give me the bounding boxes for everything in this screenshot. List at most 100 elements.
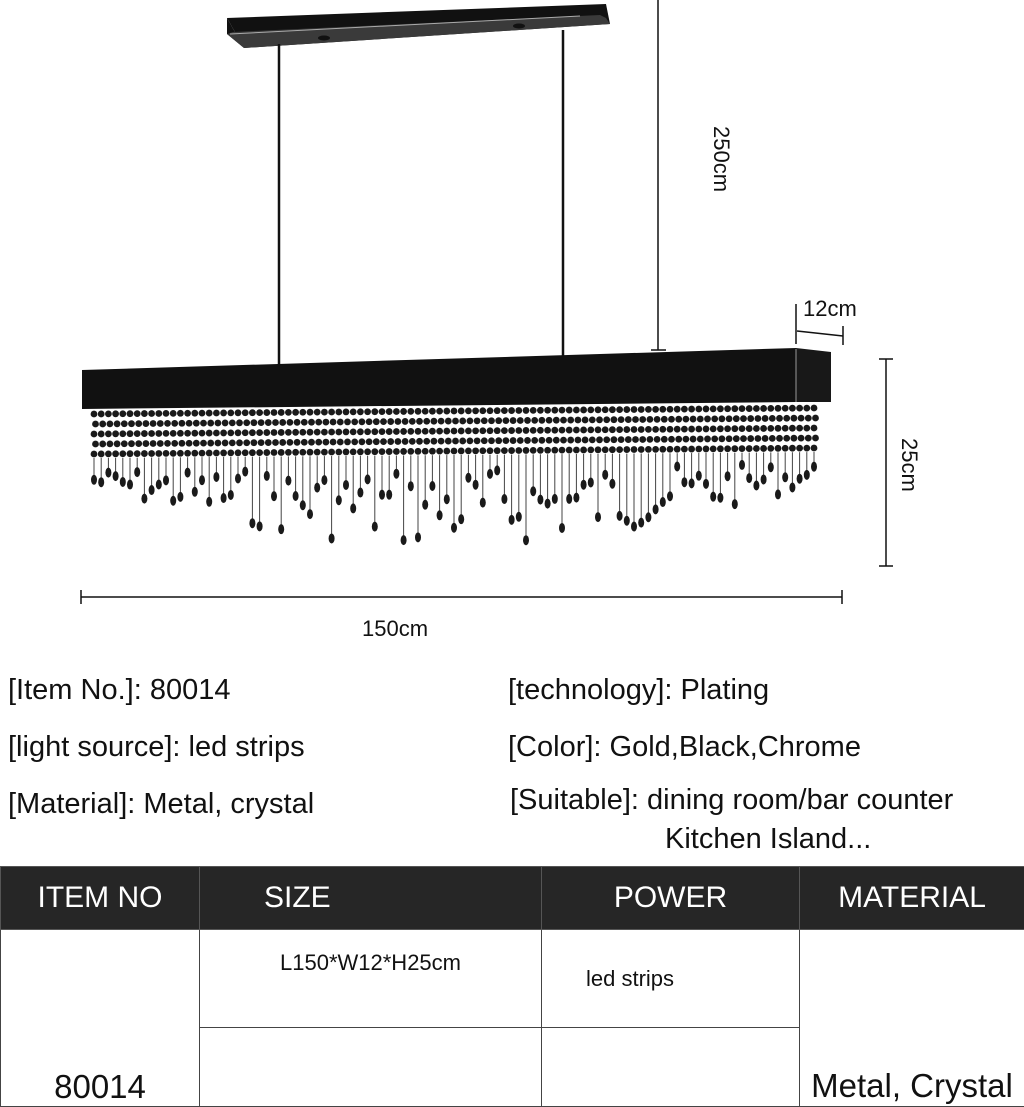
crystal-bead	[177, 430, 184, 437]
crystal-bead	[523, 407, 530, 414]
crystal-bead	[141, 430, 148, 437]
crystal-bead	[616, 406, 623, 413]
crystal-drop	[177, 492, 183, 502]
crystal-bead	[315, 439, 322, 446]
crystal-bead	[98, 431, 105, 438]
crystal-bead	[596, 436, 603, 443]
crystal-bead	[782, 425, 789, 432]
crystal-drop	[753, 481, 759, 491]
crystal-drop	[523, 535, 529, 545]
crystal-bead	[494, 407, 501, 414]
crystal-bead	[242, 409, 249, 416]
crystal-drop	[645, 512, 651, 522]
crystal-bead	[510, 437, 517, 444]
crystal-bead	[632, 416, 639, 423]
spec-color: [Color]: Gold,Black,Chrome	[508, 733, 861, 762]
crystal-bead	[251, 439, 258, 446]
crystal-drop	[509, 515, 515, 525]
crystal-bead	[148, 430, 155, 437]
crystal-bead	[724, 445, 731, 452]
crystal-bead	[740, 435, 747, 442]
crystal-drop	[242, 467, 248, 477]
crystal-bead	[683, 416, 690, 423]
crystal-bead	[314, 449, 321, 456]
crystal-bead	[717, 405, 724, 412]
crystal-drop	[581, 480, 587, 490]
crystal-bead	[265, 419, 272, 426]
crystal-bead	[544, 407, 551, 414]
crystal-drop	[480, 498, 486, 508]
header-material: MATERIAL	[800, 867, 1024, 930]
crystal-bead	[481, 437, 488, 444]
crystal-bead	[206, 430, 213, 437]
crystal-bead	[659, 406, 666, 413]
spec-light-source: [light source]: led strips	[8, 733, 305, 762]
crystal-bead	[566, 407, 573, 414]
crystal-bead	[429, 448, 436, 455]
crystal-bead	[753, 445, 760, 452]
crystal-bead	[775, 405, 782, 412]
crystal-bead	[114, 440, 121, 447]
crystal-bead	[422, 448, 429, 455]
table-header-row: ITEM NO SIZE POWER MATERIAL	[1, 867, 1024, 930]
crystal-bead	[668, 416, 675, 423]
crystal-bead	[488, 417, 495, 424]
crystal-bead	[611, 436, 618, 443]
crystal-bead	[791, 435, 798, 442]
crystal-bead	[537, 407, 544, 414]
crystal-drop	[350, 503, 356, 513]
crystal-bead	[639, 436, 646, 443]
crystal-drop	[329, 533, 335, 543]
dimension-width: 12cm	[796, 296, 857, 345]
crystal-bead	[782, 405, 789, 412]
crystal-bead	[387, 438, 394, 445]
crystal-bead	[443, 448, 450, 455]
crystal-drop	[199, 475, 205, 485]
crystal-drop	[804, 470, 810, 480]
crystal-bead	[177, 410, 184, 417]
crystal-bead	[760, 445, 767, 452]
crystal-drop	[602, 470, 608, 480]
crystal-bead	[315, 419, 322, 426]
crystal-bead	[451, 448, 458, 455]
crystal-bead	[573, 427, 580, 434]
crystal-bead	[400, 428, 407, 435]
crystal-bead	[582, 437, 589, 444]
spec-suitable-continued: Kitchen Island...	[665, 825, 871, 854]
crystal-bead	[386, 428, 393, 435]
crystal-bead	[616, 446, 623, 453]
crystal-drop	[537, 495, 543, 505]
crystal-bead	[710, 445, 717, 452]
crystal-bead	[580, 447, 587, 454]
crystal-bead	[330, 439, 337, 446]
crystal-bead	[364, 448, 371, 455]
crystal-bead	[229, 419, 236, 426]
crystal-bead	[98, 451, 105, 458]
crystal-bead	[703, 426, 710, 433]
crystal-bead	[812, 415, 819, 422]
crystal-bead	[639, 416, 646, 423]
crystal-bead	[582, 417, 589, 424]
crystal-bead	[200, 420, 207, 427]
crystal-bead	[474, 437, 481, 444]
crystal-bead	[407, 408, 414, 415]
crystal-bead	[479, 427, 486, 434]
crystal-bead	[531, 437, 538, 444]
crystal-bead	[445, 438, 452, 445]
crystal-bead	[567, 417, 574, 424]
crystal-drop	[725, 471, 731, 481]
crystal-bead	[307, 409, 314, 416]
crystal-drop	[170, 496, 176, 506]
crystal-bead	[803, 425, 810, 432]
crystal-bead	[805, 415, 812, 422]
crystal-bead	[402, 418, 409, 425]
crystal-bead	[544, 447, 551, 454]
spec-technology: [technology]: Plating	[508, 676, 769, 705]
crystal-bead	[438, 418, 445, 425]
crystal-bead	[112, 450, 119, 457]
crystal-bead	[631, 426, 638, 433]
crystal-bead	[134, 410, 141, 417]
crystal-bead	[753, 405, 760, 412]
crystal-bead	[711, 435, 718, 442]
crystal-drop	[293, 491, 299, 501]
